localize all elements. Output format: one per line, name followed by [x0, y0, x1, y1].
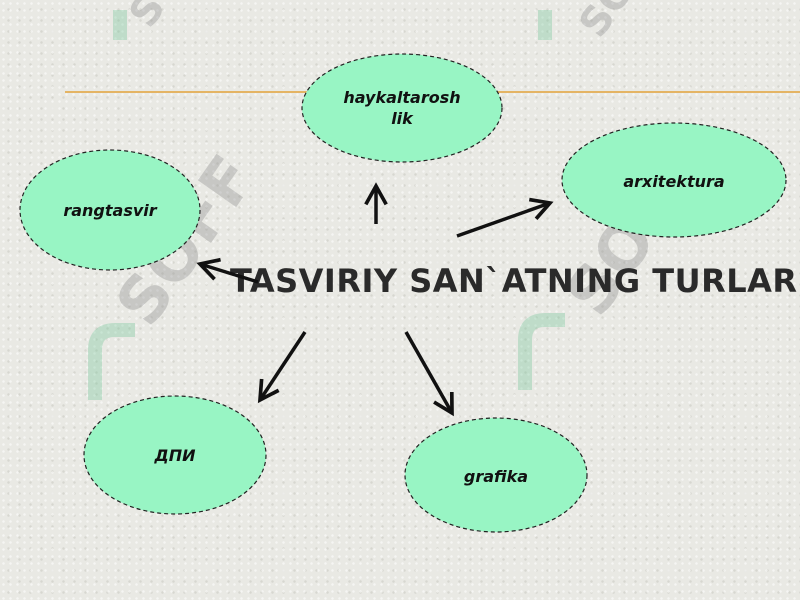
watermark-logo-icon — [518, 313, 565, 390]
watermark-logo-icon — [88, 323, 135, 400]
node-grafika: grafika — [404, 417, 588, 533]
watermark-logo-group — [88, 10, 565, 400]
arrow-group — [196, 182, 554, 417]
node-ellipse — [83, 395, 267, 515]
node-ellipse — [301, 53, 503, 163]
node-label: arxitektura — [623, 172, 724, 191]
diagram-title: TASVIRIY SAN`ATNING TURLAR — [230, 262, 798, 300]
node-label: grafika — [464, 467, 528, 486]
node-label: ДПИ — [153, 446, 196, 465]
watermark-text: SOFF — [121, 0, 226, 36]
node-ellipse — [404, 417, 588, 533]
watermark-text: SOFF — [571, 0, 676, 46]
node-haykaltaroshlik: haykaltarosh lik — [301, 53, 503, 163]
node-arxitektura: arxitektura — [561, 122, 787, 238]
node-ellipse — [19, 149, 201, 271]
arrow-to-arxitektura — [456, 197, 554, 238]
arrow-to-dpi — [257, 331, 307, 404]
node-rangtasvir: rangtasvir — [19, 149, 201, 271]
node-dpi: ДПИ — [83, 395, 267, 515]
node-label: haykaltarosh — [343, 88, 460, 107]
node-ellipse — [561, 122, 787, 238]
node-label: lik — [391, 109, 414, 128]
node-label: rangtasvir — [63, 201, 157, 220]
arrow-to-grafika — [404, 331, 454, 417]
arrow-to-rangtasvir — [196, 257, 259, 284]
